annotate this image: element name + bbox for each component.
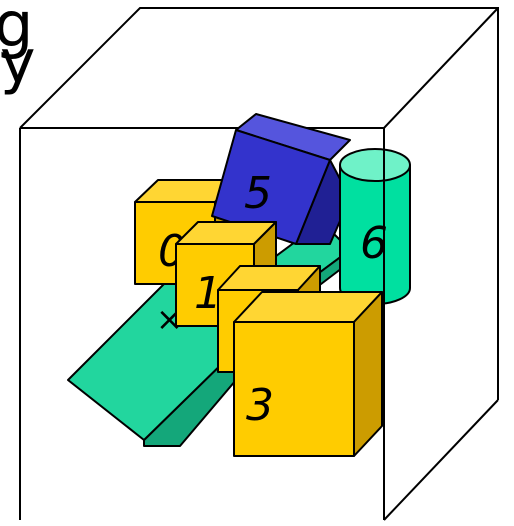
box-3-label: 3 (246, 380, 274, 431)
container-wireframe (19, 7, 499, 520)
container-back-edges (19, 7, 499, 400)
container-front-wireframe (383, 128, 499, 521)
box-5-blue: 5 (211, 113, 351, 245)
cropped-letter-y: y (0, 27, 36, 97)
box-5-front (211, 129, 331, 245)
box-3-front (233, 321, 355, 457)
box-3: 3 (233, 291, 383, 457)
container-right-top-edge (383, 7, 499, 129)
box-5-label: 5 (244, 168, 272, 219)
cylinder-6-top (339, 148, 411, 182)
cropped-letter-g: g (0, 0, 34, 61)
cylinder-6: 6 (339, 148, 411, 305)
container-bottom-right-edge (383, 399, 499, 521)
box-3-side (353, 291, 383, 457)
